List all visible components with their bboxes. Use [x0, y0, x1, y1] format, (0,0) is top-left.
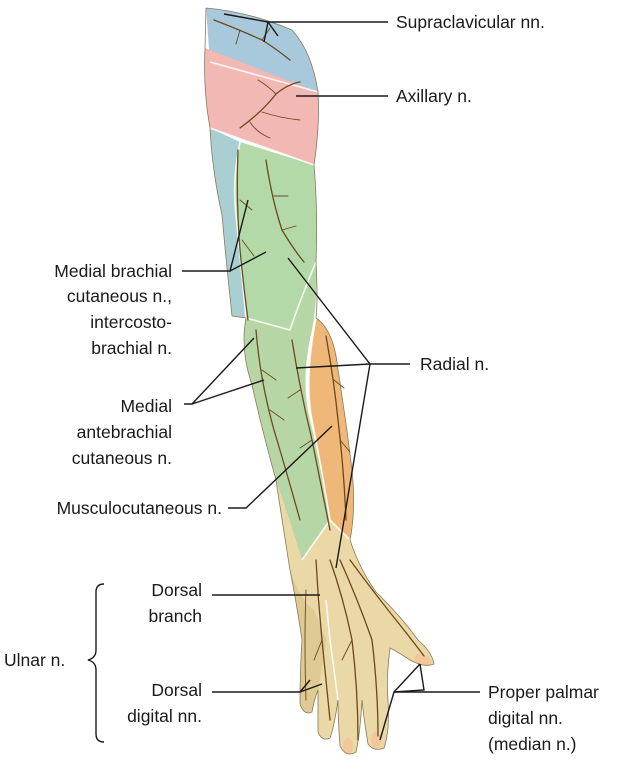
- label-proper-palmar-2: digital nn.: [488, 708, 563, 728]
- fingernail-thumb: [414, 654, 432, 666]
- label-dorsal-digital-1: Dorsal: [151, 680, 202, 700]
- label-dorsal-digital-2: digital nn.: [127, 706, 202, 726]
- arm-illustration: [204, 7, 435, 755]
- medial-upper-arm-region: [210, 128, 246, 318]
- label-musculocutaneous: Musculocutaneous n.: [57, 498, 222, 518]
- label-axillary: Axillary n.: [396, 86, 472, 106]
- label-proper-palmar-1: Proper palmar: [488, 682, 599, 702]
- nerve-branches: [213, 19, 425, 741]
- label-medial-antebrachial-3: cutaneous n.: [72, 448, 172, 468]
- label-proper-palmar-3: (median n.): [488, 734, 577, 754]
- dorsal-ulnar-hand-region: [290, 570, 326, 713]
- label-medial-brachial-4: brachial n.: [91, 338, 172, 358]
- upper-arm-medial-brachial-region: [234, 142, 317, 330]
- fingernail-index: [371, 732, 381, 748]
- label-medial-brachial-3: intercosto-: [90, 312, 172, 332]
- label-supraclavicular: Supraclavicular nn.: [396, 12, 545, 32]
- label-medial-brachial-1: Medial brachial: [54, 261, 172, 281]
- label-ulnar: Ulnar n.: [4, 650, 65, 670]
- label-medial-brachial-2: cutaneous n.,: [67, 286, 172, 306]
- labels: Supraclavicular nn. Axillary n. Medial b…: [4, 12, 599, 754]
- supraclavicular-region: [206, 8, 318, 92]
- label-medial-antebrachial-2: antebrachial: [77, 422, 172, 442]
- fingernail-middle: [343, 738, 353, 754]
- leader-lines: [87, 13, 480, 743]
- label-dorsal-branch-1: Dorsal: [151, 580, 202, 600]
- label-radial: Radial n.: [420, 354, 489, 374]
- label-dorsal-branch-2: branch: [148, 606, 202, 626]
- forearm-green-region: [244, 262, 330, 560]
- label-medial-antebrachial-1: Medial: [120, 396, 172, 416]
- radial-region: [308, 318, 354, 540]
